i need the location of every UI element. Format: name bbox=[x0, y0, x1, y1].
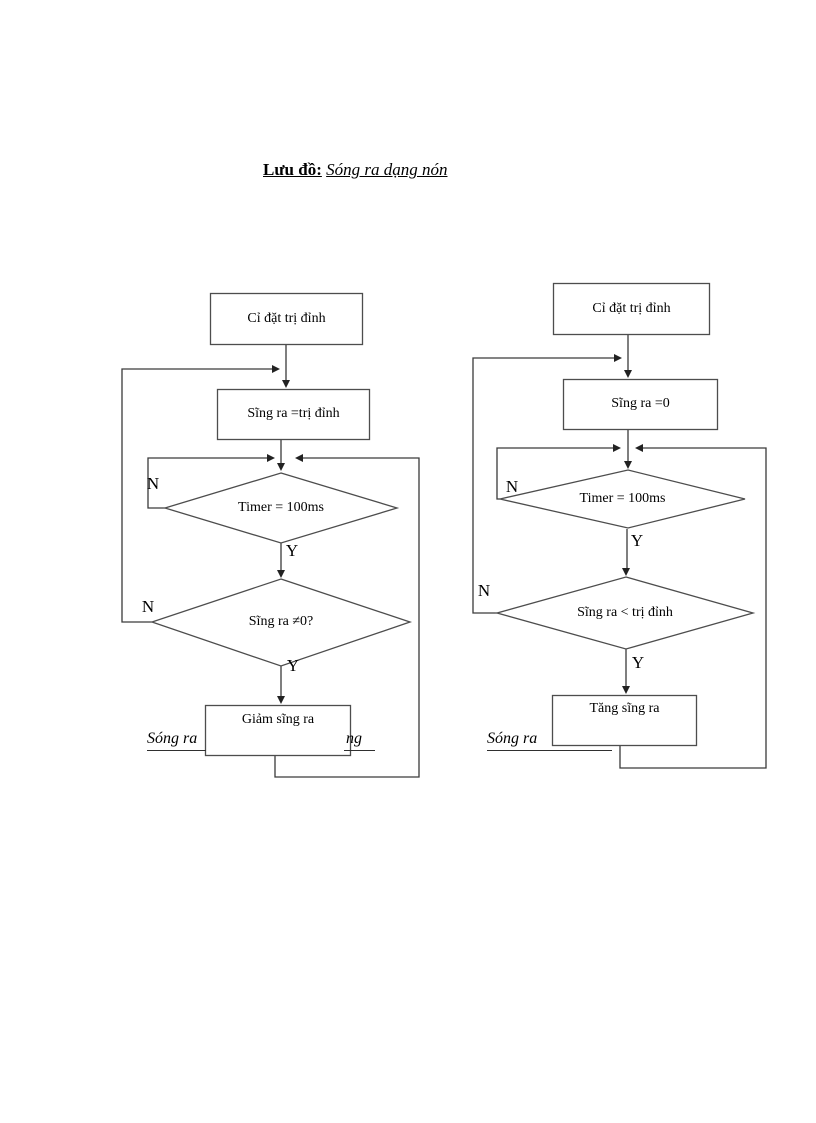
arrowhead-down-icon bbox=[277, 570, 285, 578]
decision-diamond-timer bbox=[499, 469, 746, 529]
feedback-line-loop bbox=[274, 457, 420, 778]
feedback-line-loop bbox=[619, 447, 767, 769]
shapes-right bbox=[494, 282, 756, 747]
process-label-output-eq-peak: Sĩng ra =trị đỉnh bbox=[247, 406, 340, 422]
arrowhead-down-icon bbox=[282, 380, 290, 388]
branch-label-no: N bbox=[505, 477, 519, 496]
caption-wave-left-start: Sóng ra bbox=[147, 729, 206, 751]
process-label-set-peak: Cỉ đặt trị đỉnh bbox=[592, 300, 671, 316]
arrowheads-right bbox=[613, 354, 643, 694]
arrowhead-down-icon bbox=[277, 696, 285, 704]
arrowhead-down-icon bbox=[624, 461, 632, 469]
title-value: Sóng ra dạng nón bbox=[326, 160, 448, 179]
caption-wave-left-end: ng bbox=[344, 729, 375, 751]
process-label-set-peak: Cỉ đặt trị đỉnh bbox=[247, 310, 326, 326]
arrowhead-down-icon bbox=[624, 370, 632, 378]
arrowhead-right-icon bbox=[267, 454, 275, 462]
arrowhead-down-icon bbox=[622, 568, 630, 576]
title-label: Lưu đồ: bbox=[263, 160, 322, 179]
arrowhead-right-icon bbox=[613, 444, 621, 452]
decision-label-output-nonzero: Sĩng ra ≠0? bbox=[248, 614, 314, 630]
feedback-line-below-no bbox=[472, 357, 614, 614]
arrowhead-right-icon bbox=[272, 365, 280, 373]
arrowhead-down-icon bbox=[622, 686, 630, 694]
caption-wave-right: Sóng ra bbox=[487, 729, 612, 751]
feedback-line-timer-no bbox=[147, 457, 267, 509]
page-title: Lưu đồ: Sóng ra dạng nón bbox=[263, 160, 448, 186]
decision-diamond-timer bbox=[162, 472, 400, 544]
shapes-left bbox=[149, 292, 413, 757]
branch-label-yes: Y bbox=[630, 531, 644, 550]
process-box-output-zero bbox=[562, 378, 719, 431]
decision-label-below-peak: Sĩng ra < trị đỉnh bbox=[577, 604, 673, 620]
feedback-line-nonzero-no bbox=[121, 368, 272, 623]
branch-label-no: N bbox=[146, 474, 160, 493]
feedback-line-timer-no bbox=[496, 447, 613, 500]
decision-label-timer: Timer = 100ms bbox=[238, 499, 324, 515]
branch-label-no: N bbox=[477, 581, 491, 600]
process-box-increase-output bbox=[551, 694, 698, 747]
arrowhead-right-icon bbox=[614, 354, 622, 362]
arrowhead-left-icon bbox=[295, 454, 303, 462]
arrowhead-down-icon bbox=[277, 463, 285, 471]
branch-label-yes: Y bbox=[285, 541, 299, 560]
arrowhead-left-icon bbox=[635, 444, 643, 452]
process-box-set-peak bbox=[552, 282, 711, 336]
process-box-decrease-output bbox=[204, 704, 352, 757]
process-box-set-peak bbox=[209, 292, 364, 346]
process-box-output-eq-peak bbox=[216, 388, 371, 441]
branch-label-yes: Y bbox=[286, 656, 300, 675]
branch-label-yes: Y bbox=[631, 653, 645, 672]
decision-diamond-output-nonzero bbox=[149, 578, 413, 667]
process-label-decrease-output: Giảm sĩng ra bbox=[241, 712, 315, 727]
process-label-output-zero: Sĩng ra =0 bbox=[611, 396, 670, 412]
decision-diamond-below-peak bbox=[494, 576, 756, 650]
flowchart-right bbox=[472, 282, 767, 769]
process-label-increase-output: Tăng sĩng ra bbox=[589, 701, 660, 716]
flowchart-left bbox=[121, 292, 420, 778]
arrowheads-left bbox=[267, 365, 303, 704]
decision-label-timer: Timer = 100ms bbox=[579, 490, 666, 506]
branch-label-no: N bbox=[141, 597, 155, 616]
